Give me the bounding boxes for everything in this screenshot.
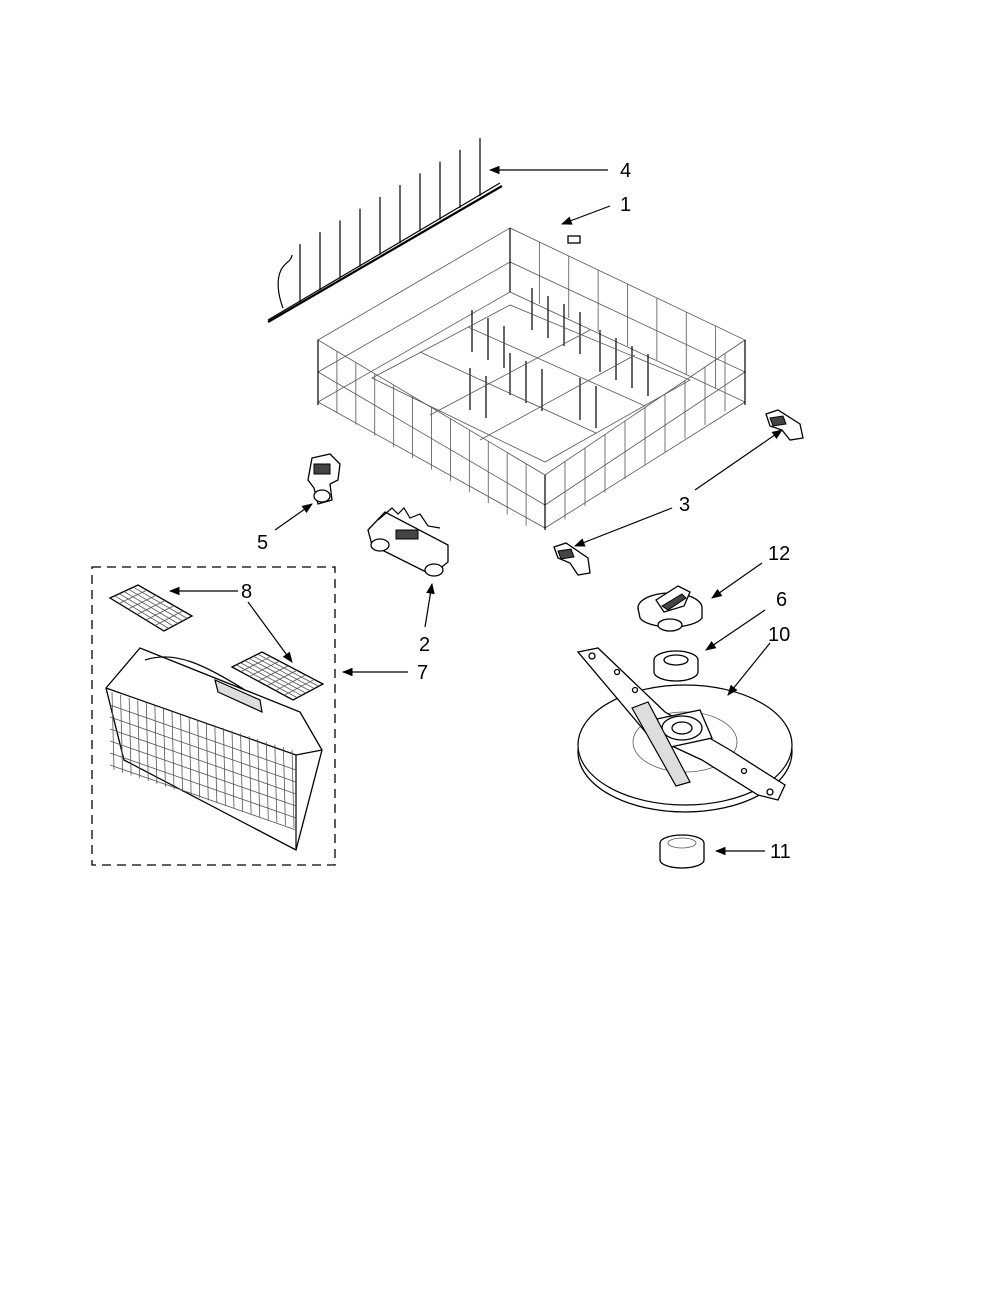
leader-3-left bbox=[573, 507, 673, 547]
callout-12: 12 bbox=[768, 543, 790, 565]
callout-2: 2 bbox=[419, 634, 430, 656]
part-12-spray-arm-nut bbox=[637, 585, 703, 632]
part-8-basket-lid-top bbox=[108, 584, 194, 632]
leader-6 bbox=[705, 609, 766, 651]
leader-5 bbox=[274, 503, 313, 531]
leader-10 bbox=[727, 642, 771, 696]
callout-11: 11 bbox=[770, 841, 791, 863]
callout-10: 10 bbox=[768, 624, 790, 646]
part-7-silverware-basket-group bbox=[91, 566, 336, 866]
callout-5: 5 bbox=[257, 532, 268, 554]
part-3-clip-left bbox=[553, 542, 591, 576]
part-8-basket-lid-right bbox=[230, 651, 325, 701]
part-11-bearing-ring bbox=[659, 834, 705, 869]
callout-3: 3 bbox=[679, 494, 690, 516]
part-4-tine-row bbox=[267, 138, 503, 323]
part-3-clip-right bbox=[765, 409, 804, 441]
callout-8: 8 bbox=[241, 581, 252, 603]
part-6-seal-ring bbox=[653, 650, 699, 682]
leader-8-right bbox=[247, 601, 293, 663]
callout-labels: 4 1 3 5 2 8 7 12 6 10 11 bbox=[241, 160, 791, 863]
leader-arrows bbox=[168, 165, 783, 856]
leader-1 bbox=[560, 205, 611, 225]
callout-4: 4 bbox=[620, 160, 631, 182]
part-1-lower-rack bbox=[317, 227, 746, 530]
leader-12 bbox=[711, 562, 763, 599]
part-5-rack-stop bbox=[307, 453, 341, 505]
part-10-spray-arm bbox=[576, 647, 793, 813]
part-2-roller-bracket bbox=[367, 507, 449, 577]
leader-3-right bbox=[694, 429, 783, 491]
callout-1: 1 bbox=[620, 194, 631, 216]
callout-7: 7 bbox=[417, 662, 428, 684]
callout-6: 6 bbox=[776, 589, 787, 611]
leader-2 bbox=[424, 582, 435, 628]
